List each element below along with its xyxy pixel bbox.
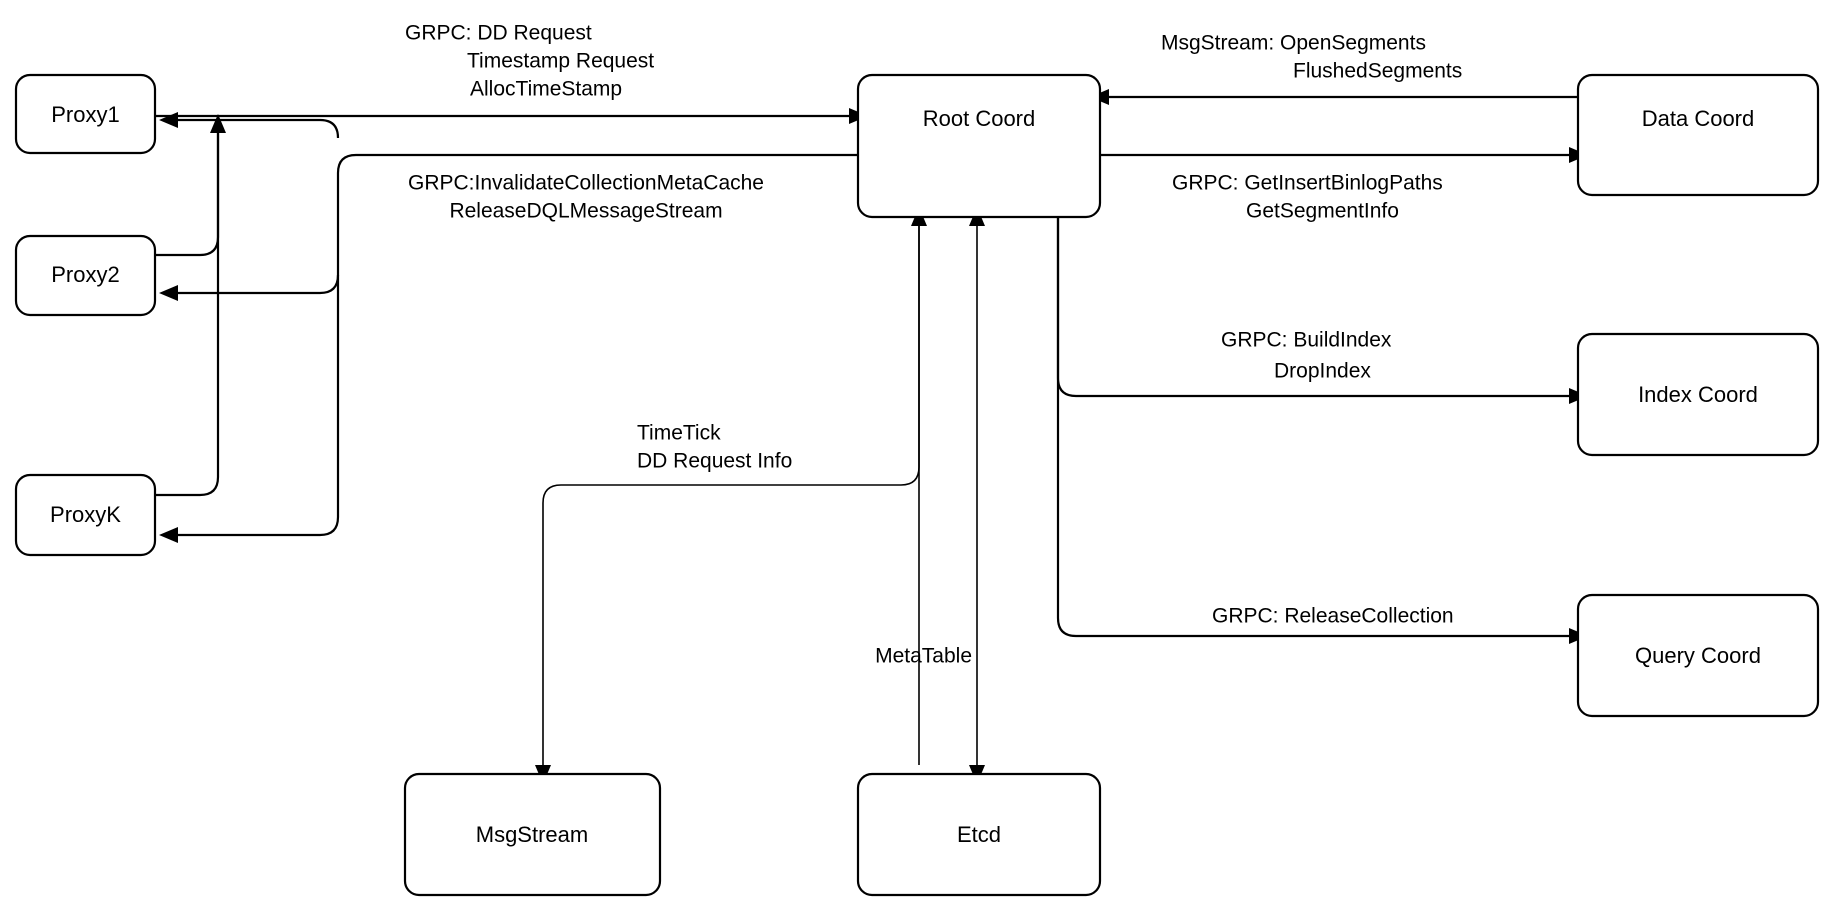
- node-box[interactable]: [1576, 593, 1820, 718]
- edge-etcd-to-rootcoord-up: [911, 207, 927, 765]
- edge-line: [1056, 217, 1569, 638]
- edge-label-line: GRPC: ReleaseCollection: [1212, 605, 1454, 628]
- edge-label-line: MsgStream: OpenSegments: [1161, 32, 1426, 55]
- edge-label-line: Timestamp Request: [467, 50, 654, 73]
- edge-label-line: GRPC: GetInsertBinlogPaths: [1172, 172, 1443, 195]
- edge-label-line: AllocTimeStamp: [470, 78, 622, 101]
- node-label-proxyk: ProxyK: [50, 502, 121, 527]
- node-label-indexcoord: Index Coord: [1638, 382, 1758, 407]
- edge-line: [178, 274, 340, 295]
- node-proxyk[interactable]: ProxyK: [14, 473, 157, 557]
- edge-label-line: ReleaseDQLMessageStream: [449, 200, 722, 223]
- edge-label-datacoord-to-root: MsgStream: OpenSegments FlushedSegments: [1161, 32, 1462, 83]
- node-label-datacoord: Data Coord: [1642, 106, 1755, 131]
- edge-label-line: MetaTable: [875, 645, 972, 668]
- node-label-msgstream: MsgStream: [476, 822, 588, 847]
- node-box[interactable]: [1576, 73, 1820, 197]
- node-datacoord[interactable]: Data Coord: [1576, 73, 1820, 197]
- edge-label-root-to-querycoord: GRPC: ReleaseCollection: [1212, 605, 1454, 628]
- edge-line: [178, 153, 858, 537]
- edge-rootcoord-to-proxies: [159, 112, 858, 543]
- node-box[interactable]: [403, 772, 662, 897]
- edge-label-line: GRPC:InvalidateCollectionMetaCache: [408, 172, 764, 195]
- edge-rootcoord-to-msgstream: [535, 217, 920, 784]
- edge-rootcoord-to-datacoord: [1100, 147, 1588, 163]
- node-box[interactable]: [856, 772, 1102, 897]
- node-box[interactable]: [1576, 332, 1820, 457]
- edge-datacoord-to-rootcoord: [1090, 89, 1578, 105]
- node-msgstream[interactable]: MsgStream: [403, 772, 662, 897]
- node-box[interactable]: [856, 73, 1102, 219]
- edge-rootcoord-to-etcd: [969, 207, 985, 784]
- edge-line: [155, 133, 220, 257]
- edge-label-line: GRPC: DD Request: [405, 22, 592, 45]
- edge-line: [155, 133, 220, 497]
- edge-label-proxy-to-root: GRPC: DD Request Timestamp Request Alloc…: [405, 22, 654, 101]
- arrowhead-icon: [159, 527, 178, 543]
- edge-label-root-to-indexcoord: GRPC: BuildIndex DropIndex: [1221, 329, 1392, 383]
- arrowhead-icon: [159, 112, 178, 128]
- node-proxy1[interactable]: Proxy1: [14, 73, 157, 155]
- node-box[interactable]: [14, 73, 157, 155]
- edge-line: [178, 118, 340, 139]
- node-proxy2[interactable]: Proxy2: [14, 234, 157, 317]
- node-box[interactable]: [14, 473, 157, 557]
- node-label-proxy2: Proxy2: [51, 262, 119, 287]
- node-querycoord[interactable]: Query Coord: [1576, 593, 1820, 718]
- node-etcd[interactable]: Etcd: [856, 772, 1102, 897]
- node-box[interactable]: [14, 234, 157, 317]
- edge-label-line: GRPC: BuildIndex: [1221, 329, 1392, 352]
- edge-label-line: GetSegmentInfo: [1246, 200, 1399, 223]
- edge-label-root-to-etcd: MetaTable: [875, 645, 972, 668]
- edge-label-root-to-msgstream: TimeTick DD Request Info: [637, 422, 792, 473]
- node-label-querycoord: Query Coord: [1635, 643, 1761, 668]
- node-indexcoord[interactable]: Index Coord: [1576, 332, 1820, 457]
- edge-label-root-to-datacoord: GRPC: GetInsertBinlogPaths GetSegmentInf…: [1172, 172, 1443, 223]
- edge-label-line: TimeTick: [637, 422, 721, 445]
- edge-label-root-to-proxy: GRPC:InvalidateCollectionMetaCache Relea…: [408, 172, 764, 223]
- edge-rootcoord-to-querycoord: [1056, 217, 1588, 644]
- edge-line: [542, 217, 920, 765]
- node-label-proxy1: Proxy1: [51, 102, 119, 127]
- edge-label-line: DD Request Info: [637, 450, 792, 473]
- arrowhead-icon: [210, 114, 226, 133]
- node-rootcoord[interactable]: Root Coord: [856, 73, 1102, 219]
- edge-label-line: FlushedSegments: [1293, 60, 1462, 83]
- node-label-etcd: Etcd: [957, 822, 1001, 847]
- edge-label-line: DropIndex: [1274, 360, 1371, 383]
- edge-proxies-to-rootcoord: [155, 108, 868, 497]
- arrowhead-icon: [159, 285, 178, 301]
- node-label-rootcoord: Root Coord: [923, 106, 1036, 131]
